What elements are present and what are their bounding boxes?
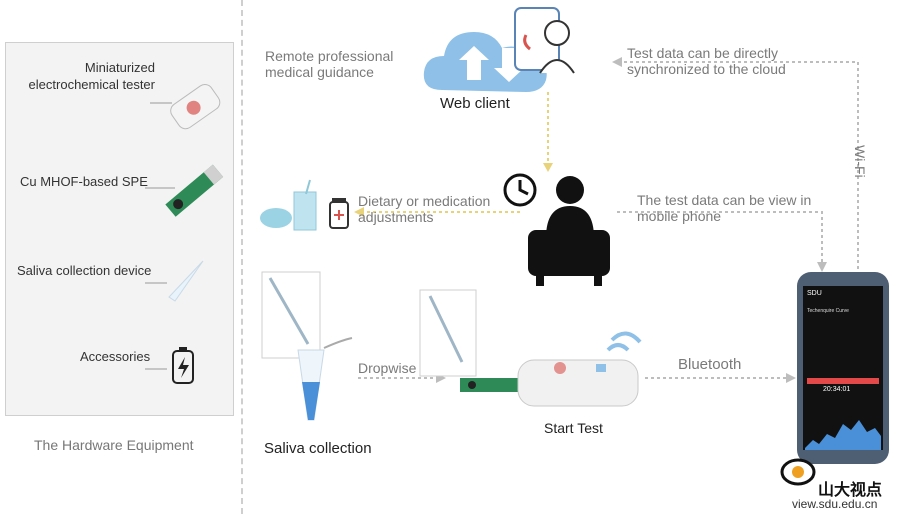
phone-screen: SDU Techenquire Curve 20:34:01 bbox=[803, 286, 883, 450]
hardware-title: The Hardware Equipment bbox=[34, 437, 194, 453]
dropwise-label: Dropwise bbox=[358, 360, 417, 376]
web-client-label: Web client bbox=[440, 95, 510, 112]
view-phone-label: The test data can be view in mobile phon… bbox=[637, 192, 812, 224]
phone-app-name: SDU bbox=[807, 290, 822, 297]
test-device-illustration bbox=[419, 289, 642, 407]
battery-icon bbox=[145, 347, 194, 384]
bluetooth-label: Bluetooth bbox=[678, 356, 742, 373]
watermark-logo bbox=[780, 458, 816, 486]
sync-note-label: Test data can be directly synchronized t… bbox=[627, 45, 786, 77]
wifi-label: Wi-Fi bbox=[852, 145, 868, 178]
phone-red-bar bbox=[807, 378, 879, 384]
watermark-brand: 山大视点 bbox=[818, 482, 883, 499]
doctor-phone-icon bbox=[514, 7, 575, 74]
diet-medication-icon bbox=[260, 179, 349, 231]
dietary-label: Dietary or medication adjustments bbox=[358, 193, 491, 225]
start-test-label: Start Test bbox=[544, 420, 603, 436]
watermark-url: view.sdu.edu.cn bbox=[792, 497, 878, 511]
remote-guidance-label: Remote professional medical guidance bbox=[265, 48, 394, 80]
phone-screen-title: Techenquire Curve bbox=[807, 308, 849, 314]
hardware-item-spe-label: Cu MHOF-based SPE bbox=[20, 174, 148, 189]
saliva-collection-label: Saliva collection bbox=[264, 440, 372, 457]
hardware-item-saliva-device-label: Saliva collection device bbox=[17, 263, 152, 278]
phone-time: 20:34:01 bbox=[823, 386, 851, 393]
divider-line bbox=[241, 0, 243, 514]
tester-device-icon bbox=[150, 84, 221, 130]
patient-icon bbox=[503, 173, 610, 286]
phone-curve-chart bbox=[805, 420, 881, 450]
hardware-item-tester-label: Miniaturized electrochemical tester bbox=[28, 60, 155, 92]
phone-frame: SDU Techenquire Curve 20:34:01 bbox=[797, 272, 889, 464]
electrode-strip-icon bbox=[145, 164, 224, 217]
saliva-tube-illustration bbox=[261, 271, 353, 421]
hardware-item-accessories-label: Accessories bbox=[80, 349, 151, 364]
collection-tube-icon bbox=[145, 260, 204, 302]
